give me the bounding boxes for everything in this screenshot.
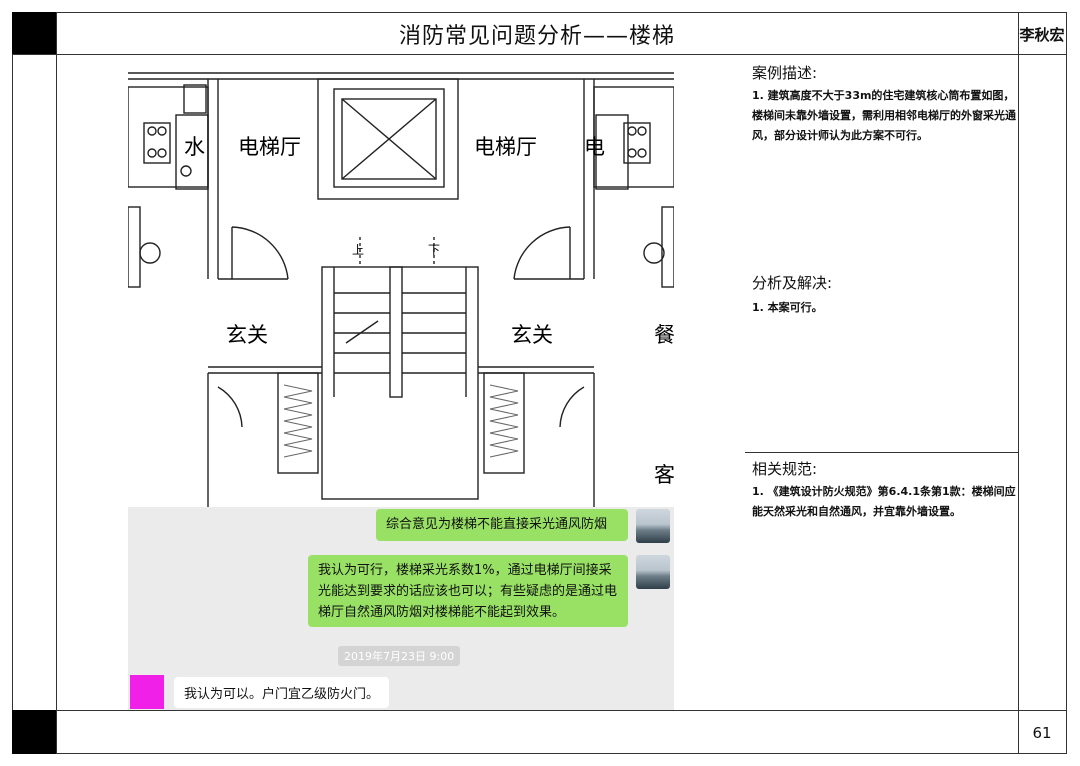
label-water: 水 — [184, 135, 205, 159]
codes-text: 1. 《建筑设计防火规范》第6.4.1条第1款：楼梯间应能天然采光和自然通风，并… — [752, 485, 1016, 518]
page-frame — [12, 12, 1067, 754]
case-heading: 案例描述: — [752, 64, 818, 82]
page-title: 消防常见问题分析——楼梯 — [398, 24, 675, 49]
codes-divider — [745, 452, 1018, 453]
label-foyer-left: 玄关 — [226, 323, 268, 347]
sender-avatar-1 — [636, 509, 670, 543]
floor-plan: 水 电梯厅 电梯厅 电 玄关 玄关 餐 客 上 下 — [128, 67, 674, 507]
left-divider — [56, 12, 57, 754]
label-up: 上 — [352, 243, 365, 257]
analysis-text: 1. 本案可行。 — [752, 301, 823, 314]
sender-avatar-2 — [636, 555, 670, 589]
right-divider — [1018, 12, 1019, 754]
chat-reply: 我认为可以。户门宜乙级防火门。 — [174, 677, 390, 708]
label-down: 下 — [428, 243, 441, 257]
label-lobby-left: 电梯厅 — [238, 135, 301, 159]
label-dining-partial: 餐 — [654, 323, 674, 347]
chat-message-1: 综合意见为楼梯不能直接采光通风防烟 — [376, 509, 628, 541]
author-name: 李秋宏 — [1019, 25, 1065, 44]
reply-avatar — [130, 675, 164, 709]
chat-timestamp: 2019年7月23日 9:00 — [338, 646, 461, 666]
corner-block-bottom — [12, 710, 56, 754]
label-living-partial: 客 — [654, 463, 674, 487]
label-foyer-right: 玄关 — [511, 323, 553, 347]
header-divider — [12, 54, 1067, 55]
chat-screenshot: 综合意见为楼梯不能直接采光通风防烟 我认为可行，楼梯采光系数1%，通过电梯厅间接… — [128, 507, 674, 710]
label-lobby-right: 电梯厅 — [474, 135, 537, 159]
floor-plan-drawing — [128, 72, 674, 507]
page-number: 61 — [1032, 724, 1052, 742]
footer-divider — [12, 710, 1067, 711]
label-elec: 电 — [584, 135, 605, 159]
codes-heading: 相关规范: — [752, 460, 818, 478]
chat-message-2: 我认为可行，楼梯采光系数1%，通过电梯厅间接采光能达到要求的话应该也可以；有些疑… — [308, 555, 628, 627]
corner-block-top — [12, 12, 56, 54]
case-text: 1. 建筑高度不大于33m的住宅建筑核心筒布置如图，楼梯间未靠外墙设置，需利用相… — [752, 89, 1016, 142]
analysis-heading: 分析及解决: — [752, 274, 833, 292]
